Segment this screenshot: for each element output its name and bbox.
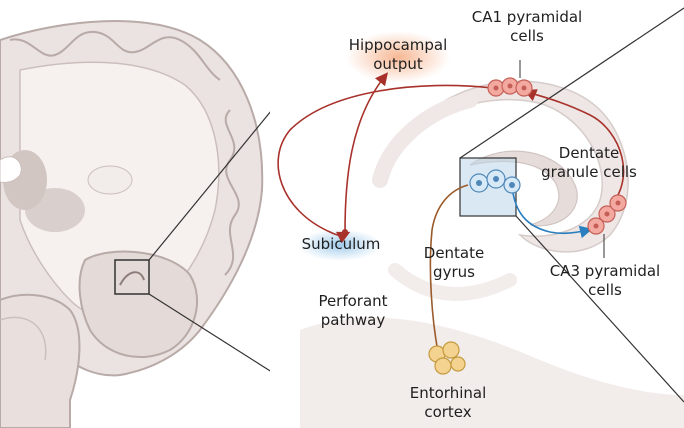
ca3-label-line2: cells [540, 281, 670, 300]
dentate-granule-line1: Dentate [530, 144, 648, 163]
dentate-granule-label: Dentate granule cells [530, 144, 648, 182]
perforant-line2: pathway [308, 311, 398, 330]
ca3-label-line1: CA3 pyramidal [540, 262, 670, 281]
dentate-gyrus-line2: gyrus [414, 263, 494, 282]
perforant-label: Perforant pathway [308, 292, 398, 330]
ca3-label: CA3 pyramidal cells [540, 262, 670, 300]
dentate-gyrus-line1: Dentate [414, 244, 494, 263]
hippocampal-output-label: Hippocampal output [340, 36, 456, 74]
ca1-label: CA1 pyramidal cells [466, 8, 588, 46]
ca1-label-line1: CA1 pyramidal [466, 8, 588, 27]
hippocampal-output-line2: output [340, 55, 456, 74]
dentate-gyrus-label: Dentate gyrus [414, 244, 494, 282]
entorhinal-line2: cortex [400, 403, 496, 422]
perforant-line1: Perforant [308, 292, 398, 311]
hippocampal-output-line1: Hippocampal [340, 36, 456, 55]
brain-coronal-section [0, 0, 270, 428]
ca1-pyramidal-cells [488, 78, 532, 96]
subiculum-text: Subiculum [289, 235, 393, 254]
entorhinal-label: Entorhinal cortex [400, 384, 496, 422]
entorhinal-line1: Entorhinal [400, 384, 496, 403]
dentate-granule-line2: granule cells [530, 163, 648, 182]
subiculum-label: Subiculum [289, 235, 393, 254]
ca1-label-line2: cells [466, 27, 588, 46]
